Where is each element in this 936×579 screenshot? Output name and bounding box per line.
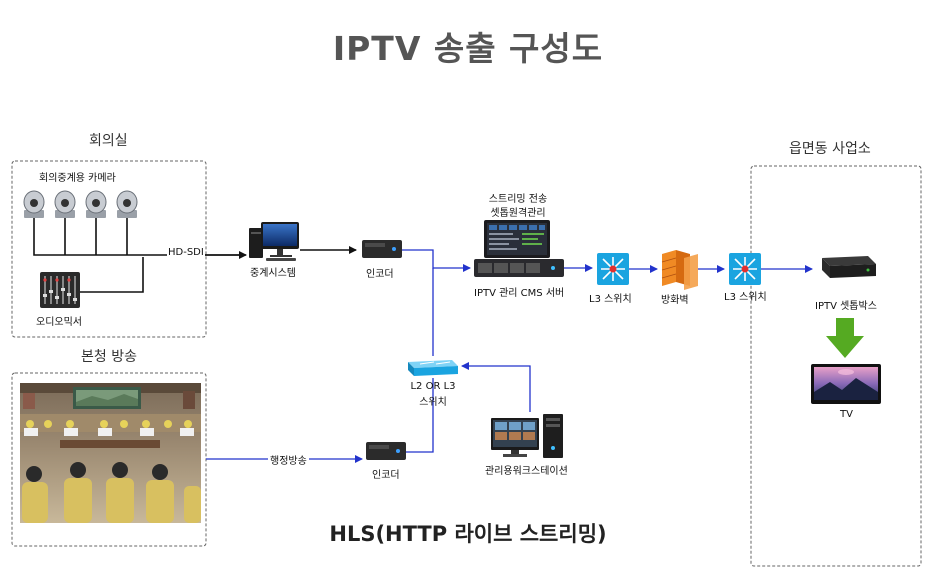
admin-workstation-icon [491, 414, 563, 458]
l3-switch-2-icon [729, 253, 761, 285]
audio-mixer-label: 오디오믹서 [36, 317, 82, 328]
footer-caption: HLS(HTTP 라이브 스트리밍) [329, 522, 607, 546]
office-box [750, 165, 922, 567]
section-title-office: 읍면동 사업소 [789, 141, 871, 157]
section-title-hq-broadcast: 본청 방송 [81, 349, 137, 365]
l3-switch-1-icon [597, 253, 629, 285]
l3-switch-2-label: L3 스위치 [724, 292, 767, 303]
meeting-hall-photo [20, 383, 201, 523]
settop-box-icon [822, 256, 876, 278]
encoder-bottom-label: 인코더 [372, 470, 400, 481]
meeting-room-box [11, 160, 207, 338]
ptz-camera-3-icon [85, 190, 107, 218]
relay-system-label: 중계시스템 [250, 268, 296, 279]
l2-l3-switch-label-line1: L2 OR L3 [410, 381, 456, 392]
tv-icon [811, 364, 881, 404]
cameras-label: 회의중계용 카메라 [39, 173, 116, 184]
l2-l3-switch-label-line2: 스위치 [419, 397, 447, 408]
settop-label: IPTV 셋톱박스 [815, 301, 877, 312]
section-title-meeting-room: 회의실 [89, 133, 128, 149]
ptz-camera-1-icon [23, 190, 45, 218]
cms-server-label: IPTV 관리 CMS 서버 [474, 288, 565, 299]
encoder-top-icon [362, 240, 402, 258]
relay-system-pc-icon [249, 222, 299, 261]
workstation-to-switch-link [461, 362, 531, 412]
encoder-top-label: 인코더 [366, 269, 394, 280]
bottom-encoder-uplink [406, 378, 434, 453]
firewall-label: 방화벽 [661, 295, 689, 306]
l2-l3-switch-icon [408, 360, 458, 376]
firewall-icon [661, 250, 698, 290]
ptz-camera-4-icon [116, 190, 138, 218]
ptz-camera-2-icon [54, 190, 76, 218]
hd-sdi-label: HD-SDI [167, 247, 205, 258]
streaming-label-line2: 셋톱원격관리 [490, 208, 546, 219]
l3-switch-1-label: L3 스위치 [589, 294, 632, 305]
page-title: IPTV 송출 구성도 [332, 29, 604, 68]
streaming-label-line1: 스트리밍 전송 [488, 194, 548, 205]
admin-broadcast-label: 행정방송 [268, 452, 309, 467]
workstation-label: 관리용워크스테이션 [485, 466, 568, 477]
tv-label: TV [840, 409, 853, 420]
cms-server-icon [474, 220, 564, 277]
down-arrow-icon [826, 318, 864, 358]
encoder-bottom-icon [366, 442, 406, 460]
audio-mixer-icon [40, 272, 80, 308]
encoder-to-cms-link [402, 249, 471, 272]
